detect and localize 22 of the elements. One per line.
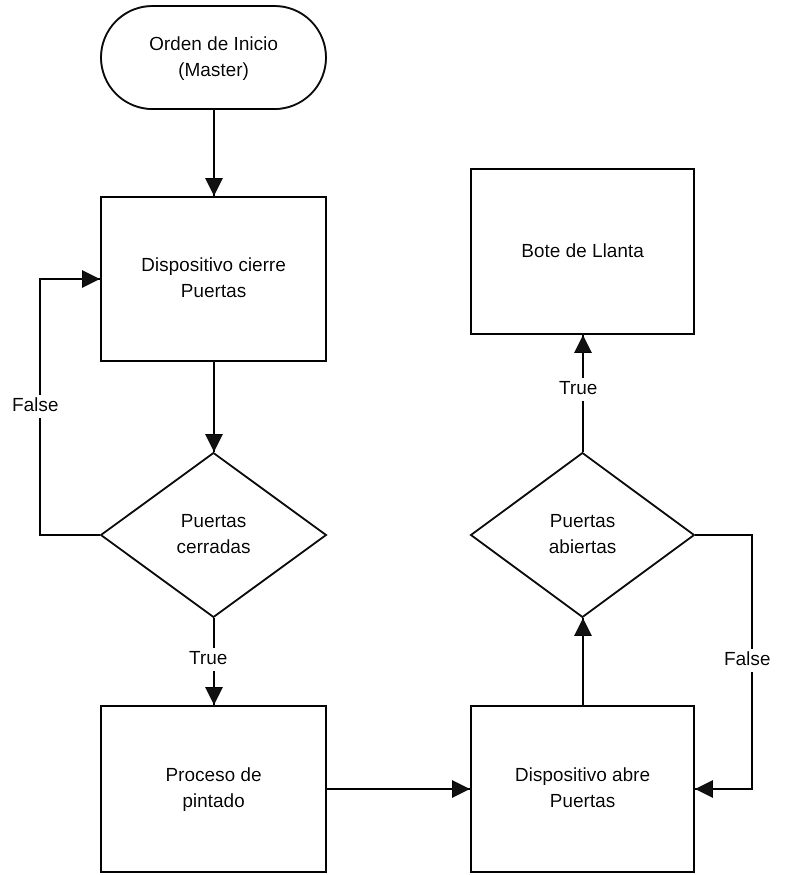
node-text: Puertas cerradas [176, 510, 252, 560]
node-text: Puertas abiertas [548, 510, 618, 560]
process-box [100, 705, 327, 873]
decision-diamond [100, 452, 327, 618]
arrow [205, 362, 223, 452]
decision-diamond [470, 452, 695, 618]
arrow [327, 780, 470, 798]
edge-label: True [557, 378, 600, 401]
process-box [100, 196, 327, 362]
process-box [470, 705, 695, 873]
arrow [574, 618, 592, 705]
process-box [470, 168, 695, 335]
node-text: Orden de Inicio (Master) [148, 32, 279, 82]
arrow [205, 110, 223, 196]
node-text: Bote de Llanta [520, 240, 645, 264]
arrow [695, 534, 753, 798]
edge-label: True [187, 648, 230, 671]
node-text: Dispositivo cierre Puertas [140, 254, 287, 304]
arrow [39, 270, 100, 536]
terminal-shape [100, 5, 327, 110]
node-text: Proceso de pintado [164, 764, 263, 814]
node-text: Dispositivo abre Puertas [514, 764, 652, 814]
